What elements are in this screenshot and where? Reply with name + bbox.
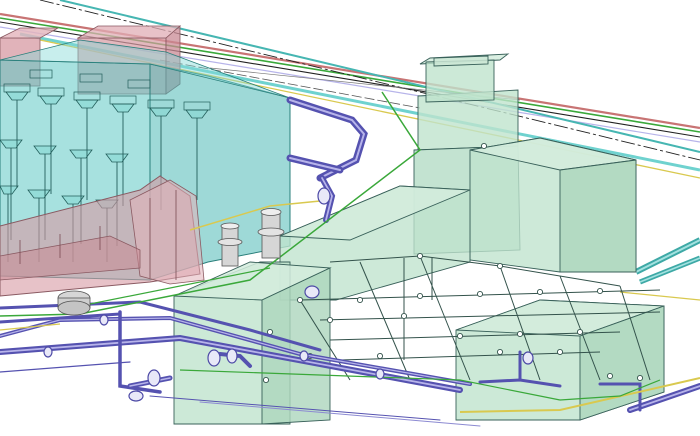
green-enclosure-front-left bbox=[173, 261, 332, 425]
utility-lines bbox=[0, 91, 700, 413]
pink-concrete-frame bbox=[0, 175, 205, 297]
frame-nodes bbox=[262, 142, 644, 384]
right-teal-pipes bbox=[619, 237, 700, 301]
pipe-fittings bbox=[43, 187, 534, 402]
grey-pump-bottom-left bbox=[57, 290, 91, 316]
green-chimney bbox=[419, 53, 510, 103]
grey-valve-left bbox=[217, 222, 243, 267]
grey-valve-right bbox=[257, 208, 285, 259]
